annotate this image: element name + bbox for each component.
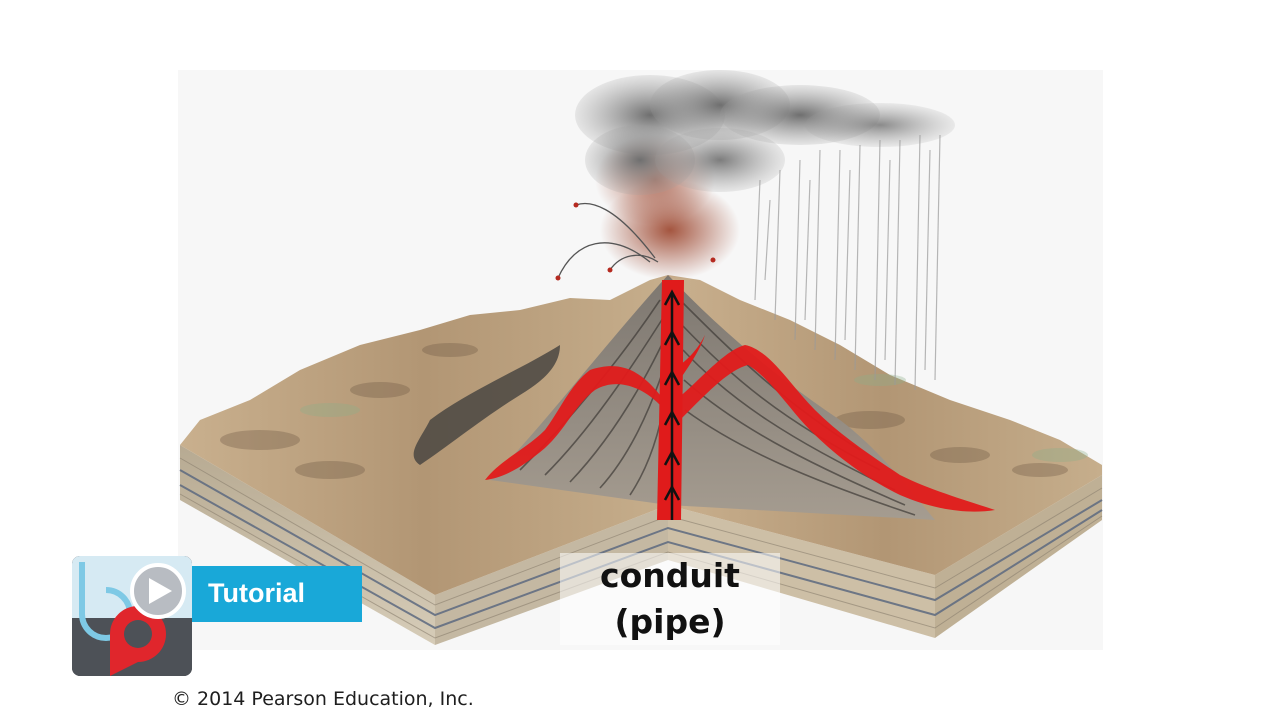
conduit-label-line1: conduit (560, 553, 780, 599)
play-icon (132, 565, 184, 617)
bp-logo (72, 556, 192, 676)
tutorial-tab[interactable]: Tutorial (192, 566, 362, 622)
conduit-label-line2: (pipe) (560, 599, 780, 645)
conduit-label: conduit (pipe) (560, 553, 780, 645)
bp-logo-play-button[interactable] (72, 556, 192, 676)
copyright-notice: © 2014 Pearson Education, Inc. (172, 688, 474, 710)
